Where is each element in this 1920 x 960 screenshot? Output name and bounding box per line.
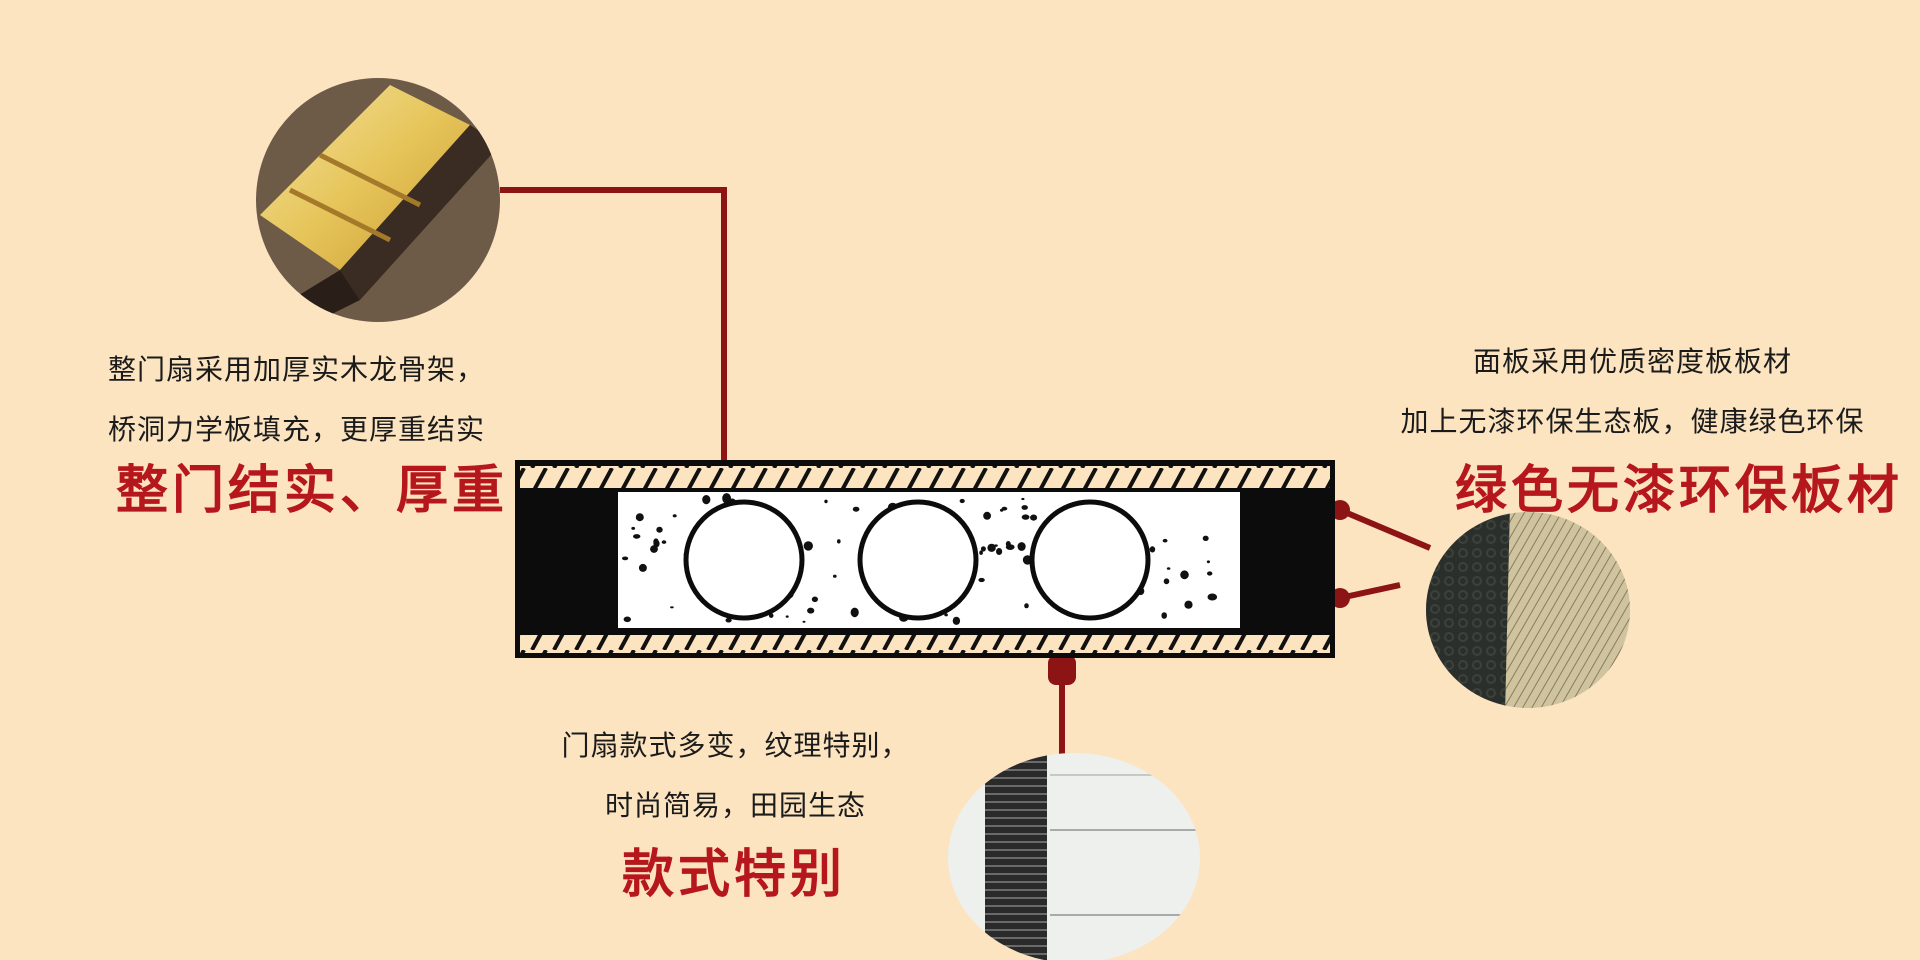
right-description: 面板采用优质密度板板材 加上无漆环保生态板，健康绿色环保 bbox=[1355, 332, 1910, 452]
wood-frame-photo bbox=[256, 78, 500, 322]
bottom-description: 门扇款式多变，纹理特别， 时尚简易，田园生态 bbox=[538, 716, 933, 836]
panel-texture-photo bbox=[1426, 512, 1630, 708]
bridge-holes bbox=[683, 499, 1151, 621]
bottom-headline: 款式特别 bbox=[622, 844, 847, 905]
right-description-line-2: 加上无漆环保生态板，健康绿色环保 bbox=[1400, 405, 1865, 438]
left-description-line-2: 桥洞力学板填充，更厚重结实 bbox=[108, 413, 486, 446]
left-headline: 整门结实、厚重 bbox=[116, 460, 509, 521]
left-description-line-1: 整门扇采用加厚实木龙骨架， bbox=[108, 353, 486, 386]
right-headline: 绿色无漆环保板材 bbox=[1455, 460, 1904, 521]
left-description: 整门扇采用加厚实木龙骨架， 桥洞力学板填充，更厚重结实 bbox=[108, 340, 485, 460]
door-style-photo bbox=[948, 753, 1200, 960]
bottom-description-line-1: 门扇款式多变，纹理特别， bbox=[561, 729, 910, 762]
bottom-description-line-2: 时尚简易，田园生态 bbox=[604, 789, 866, 822]
connector-lines bbox=[500, 187, 1432, 780]
right-description-line-1: 面板采用优质密度板板材 bbox=[1472, 345, 1792, 378]
